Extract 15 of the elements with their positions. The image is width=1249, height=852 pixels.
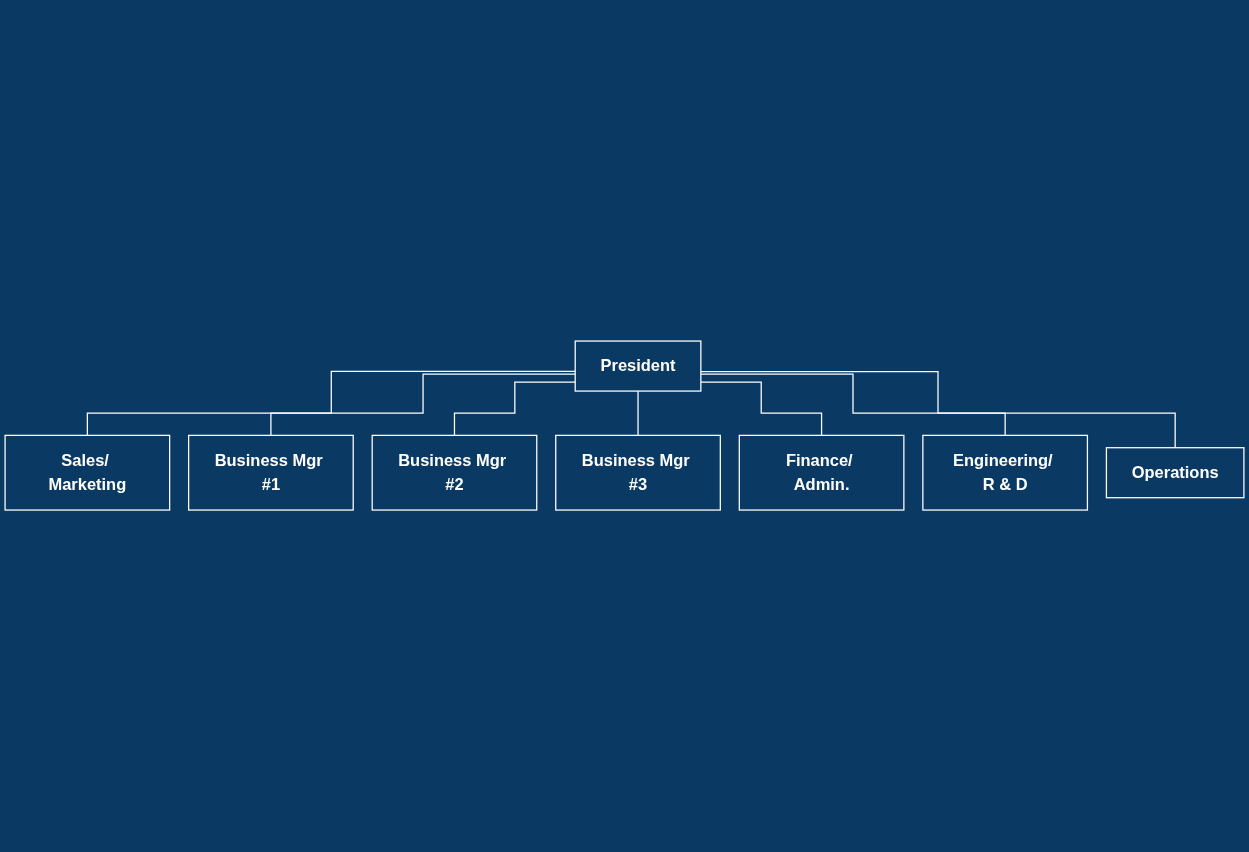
position-box: Sales/ Marketing — [4, 435, 171, 512]
position-box: Finance/ Admin. — [738, 435, 905, 512]
connector-line — [86, 371, 576, 437]
position-box: President — [574, 340, 702, 393]
connector-line — [700, 371, 1176, 449]
position-box: Business Mgr #1 — [188, 435, 354, 512]
connector-line — [700, 382, 823, 437]
connector-line — [270, 373, 576, 437]
position-box: Operations — [1105, 447, 1245, 499]
connector-line — [453, 382, 576, 437]
connector-line — [637, 390, 639, 437]
connector-line — [700, 373, 1006, 437]
position-box: Business Mgr #3 — [555, 435, 721, 512]
position-box: Business Mgr #2 — [371, 435, 538, 512]
position-box: Engineering/ R & D — [922, 435, 1089, 512]
